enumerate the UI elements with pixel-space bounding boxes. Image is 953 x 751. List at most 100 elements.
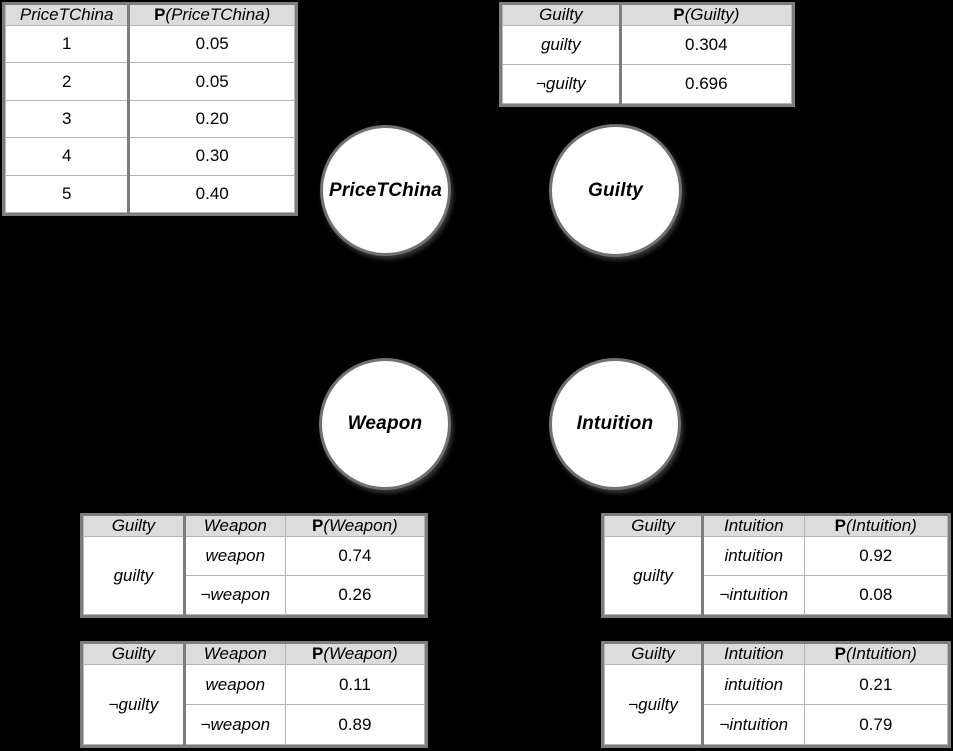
- prob-symbol: P: [312, 644, 324, 663]
- prob-arg: (PriceTChina): [165, 5, 271, 24]
- table-row: ¬weapon 0.89: [84, 704, 426, 745]
- cell-state: ¬intuition: [702, 575, 805, 615]
- cell-state: intuition: [702, 536, 805, 576]
- cell-probability: 0.92: [803, 536, 948, 576]
- table-header-row: Guilty P(Guilty): [502, 5, 793, 26]
- node-label-guilty: Guilty: [587, 179, 644, 201]
- column-header-variable: Weapon: [183, 644, 286, 665]
- cell-state: 2: [4, 62, 131, 101]
- prob-arg: (Intuition): [845, 516, 917, 535]
- column-header-variable: Intuition: [702, 644, 805, 665]
- cell-probability: 0.21: [803, 664, 948, 705]
- table-row: guilty 0.304: [502, 25, 793, 65]
- cpt-table-intuition-given-guilty: Guilty Intuition P(Intuition) guilty int…: [601, 513, 951, 618]
- table-row: 5 0.40: [4, 174, 295, 214]
- prob-symbol: P: [673, 5, 685, 24]
- table-body: 1 0.05 2 0.05 3 0.20 4 0.30 5 0.40: [4, 24, 295, 214]
- cell-parent-state: ¬guilty: [603, 664, 705, 745]
- prob-symbol: P: [834, 644, 846, 663]
- cell-parent-state: guilty: [603, 536, 705, 615]
- cpt-table-weapon-given-guilty: Guilty Weapon P(Weapon) guilty weapon 0.…: [80, 513, 428, 618]
- cell-state: ¬weapon: [183, 575, 286, 615]
- cell-probability: 0.26: [284, 575, 426, 615]
- column-header-variable: Guilty: [502, 5, 622, 26]
- table-body: guilty 0.304 ¬guilty 0.696: [502, 25, 793, 104]
- node-guilty[interactable]: Guilty: [549, 124, 682, 257]
- prob-arg: (Weapon): [323, 644, 398, 663]
- cell-state: guilty: [502, 25, 622, 65]
- cell-state: weapon: [183, 536, 286, 576]
- column-header-parent: Guilty: [603, 516, 705, 537]
- cell-state: 3: [4, 99, 131, 139]
- cell-probability: 0.05: [128, 62, 295, 101]
- cell-state: weapon: [183, 664, 286, 705]
- table-body: guilty weapon 0.74 ¬weapon 0.26: [83, 536, 426, 615]
- table-row: ¬guilty weapon 0.11: [83, 664, 426, 745]
- table-body: ¬guilty intuition 0.21 ¬intuition 0.79: [603, 664, 948, 745]
- cell-state: ¬weapon: [183, 704, 286, 745]
- cell-probability: 0.89: [284, 704, 426, 745]
- table-row: 2 0.05: [4, 62, 295, 101]
- table-header-row: Guilty Weapon P(Weapon): [83, 516, 426, 537]
- prob-symbol: P: [834, 516, 846, 535]
- cell-state: 1: [4, 24, 131, 64]
- cell-probability: 0.79: [803, 704, 948, 745]
- table-row: ¬intuition 0.79: [605, 704, 948, 745]
- node-label-pricetchina: PriceTChina: [328, 179, 443, 201]
- table-row: 4 0.30: [4, 137, 295, 176]
- prob-arg: (Intuition): [845, 644, 917, 663]
- table-header-row: PriceTChina P(PriceTChina): [4, 5, 295, 26]
- node-label-intuition: Intuition: [576, 413, 654, 434]
- cpt-table-pricetchina: PriceTChina P(PriceTChina) 1 0.05 2 0.05…: [2, 2, 298, 216]
- table-header-row: Guilty Weapon P(Weapon): [83, 644, 426, 665]
- column-header-probability: P(Weapon): [284, 644, 426, 665]
- column-header-probability: P(Intuition): [803, 644, 948, 665]
- prob-symbol: P: [312, 516, 324, 535]
- node-pricetchina[interactable]: PriceTChina: [320, 125, 451, 256]
- cell-probability: 0.304: [619, 25, 793, 65]
- cell-probability: 0.696: [619, 64, 793, 104]
- cell-state: ¬intuition: [702, 704, 805, 745]
- column-header-probability: P(Intuition): [803, 516, 948, 537]
- column-header-parent: Guilty: [83, 516, 186, 537]
- cell-probability: 0.11: [284, 664, 426, 705]
- table-body: guilty intuition 0.92 ¬intuition 0.08: [603, 536, 948, 615]
- cell-state: 5: [4, 174, 131, 214]
- cell-parent-state: ¬guilty: [83, 664, 186, 745]
- column-header-probability: P(PriceTChina): [128, 5, 295, 26]
- table-header-row: Guilty Intuition P(Intuition): [603, 644, 948, 665]
- node-intuition[interactable]: Intuition: [549, 358, 681, 490]
- prob-arg: (Guilty): [684, 5, 740, 24]
- table-row: guilty weapon 0.74: [83, 536, 426, 615]
- cell-probability: 0.30: [128, 137, 295, 176]
- cell-state: ¬guilty: [502, 64, 622, 104]
- table-row: guilty intuition 0.92: [603, 536, 948, 615]
- cell-probability: 0.40: [128, 174, 295, 214]
- table-row: ¬guilty 0.696: [502, 64, 793, 104]
- cpt-table-weapon-given-not-guilty: Guilty Weapon P(Weapon) ¬guilty weapon 0…: [80, 641, 428, 748]
- table-body: ¬guilty weapon 0.11 ¬weapon 0.89: [83, 664, 426, 745]
- cell-parent-state: guilty: [83, 536, 186, 615]
- cell-probability: 0.05: [128, 24, 295, 64]
- cpt-table-intuition-given-not-guilty: Guilty Intuition P(Intuition) ¬guilty in…: [601, 641, 951, 748]
- cell-state: 4: [4, 137, 131, 176]
- cpt-table-guilty: Guilty P(Guilty) guilty 0.304 ¬guilty 0.…: [499, 2, 795, 107]
- prob-arg: (Weapon): [323, 516, 398, 535]
- column-header-probability: P(Weapon): [284, 516, 426, 537]
- column-header-probability: P(Guilty): [619, 5, 793, 26]
- prob-symbol: P: [154, 5, 166, 24]
- column-header-variable: Weapon: [183, 516, 286, 537]
- column-header-variable: Intuition: [702, 516, 805, 537]
- table-row: 1 0.05: [4, 24, 295, 64]
- table-header-row: Guilty Intuition P(Intuition): [603, 516, 948, 537]
- cell-probability: 0.74: [284, 536, 426, 576]
- column-header-variable: PriceTChina: [4, 5, 131, 26]
- table-row: ¬guilty intuition 0.21: [603, 664, 948, 745]
- table-row: 3 0.20: [4, 99, 295, 139]
- node-weapon[interactable]: Weapon: [319, 358, 451, 490]
- column-header-parent: Guilty: [603, 644, 705, 665]
- cell-probability: 0.08: [803, 575, 948, 615]
- table-row: ¬weapon 0.26: [84, 575, 426, 615]
- cell-probability: 0.20: [128, 99, 295, 139]
